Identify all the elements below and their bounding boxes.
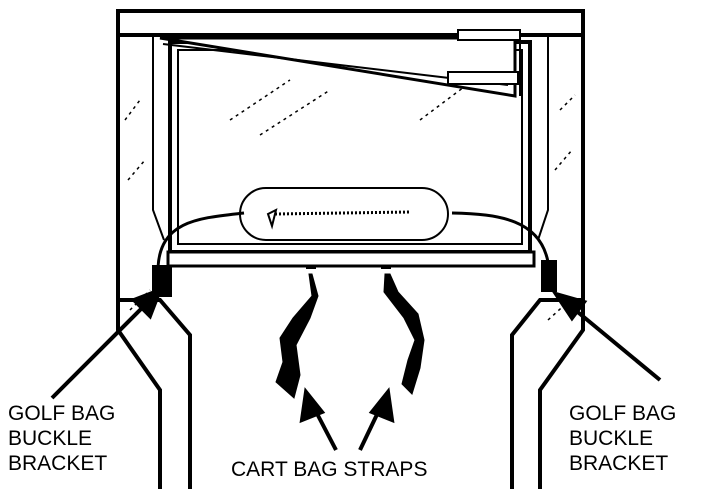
left-bracket-label-line3: BRACKET — [8, 452, 108, 475]
pointer-arrows — [50, 286, 662, 451]
left-buckle-bracket — [152, 265, 172, 297]
outer-frame — [116, 9, 585, 489]
right-bracket-label-line3: BRACKET — [569, 452, 669, 475]
cart-bag-straps-label-text: CART BAG STRAPS — [231, 458, 428, 481]
left-bracket-label-line2: BUCKLE — [8, 427, 93, 450]
left-bracket-label-line1: GOLF BAG — [8, 402, 116, 425]
right-bracket-label-line2: BUCKLE — [569, 427, 654, 450]
base-plate — [166, 250, 536, 268]
cable — [156, 211, 550, 269]
cart-bag-straps — [275, 267, 425, 399]
cart-bag-straps-label: CART BAG STRAPS — [231, 457, 427, 482]
right-bracket-label-line1: GOLF BAG — [569, 402, 677, 425]
right-bracket-label: GOLF BAG BUCKLE BRACKET — [569, 401, 676, 476]
right-buckle-bracket — [541, 260, 557, 292]
right-strap — [383, 273, 425, 395]
left-bracket-label: GOLF BAG BUCKLE BRACKET — [8, 401, 115, 476]
left-strap — [275, 273, 319, 399]
zippered-pocket — [239, 187, 449, 241]
